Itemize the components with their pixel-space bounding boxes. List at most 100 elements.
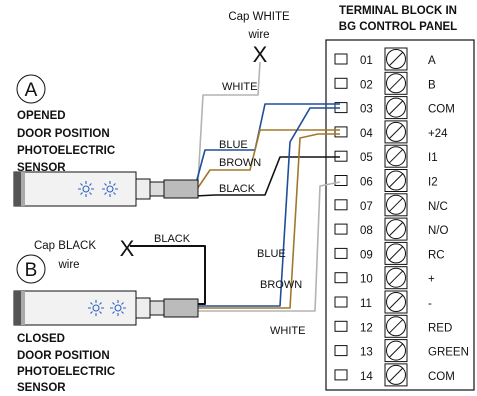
- terminal-number: 02: [360, 79, 373, 91]
- sensor-b-letter-circle: [16, 254, 46, 284]
- sensor-a-caption-line1: OPENED: [17, 110, 66, 122]
- screw-slot-icon: [388, 75, 404, 91]
- terminal-number: 04: [360, 128, 373, 140]
- sensor-b-caption-line4: SENSOR: [17, 382, 66, 394]
- terminal-number: 06: [360, 177, 373, 189]
- terminal-number: 14: [360, 371, 373, 383]
- sensor-a: A OPENED DOOR POSITION PHOTOELECTRIC SEN…: [13, 74, 199, 207]
- terminal-wire-slot: [334, 320, 348, 332]
- terminal-row: 01 A: [334, 47, 436, 71]
- screw-slot-icon: [388, 367, 404, 383]
- terminal-function-label: GREEN: [428, 347, 469, 359]
- terminal-function-label: RC: [428, 249, 445, 261]
- terminal-row: 09 RC: [334, 241, 445, 265]
- terminal-function-label: +24: [428, 128, 448, 140]
- terminal-row: 12 RED: [334, 314, 452, 338]
- terminal-function-label: N/O: [428, 225, 449, 237]
- screw-slot-icon: [388, 318, 404, 334]
- screw-slot-icon: [388, 246, 404, 261]
- terminal-function-label: COM: [428, 371, 455, 383]
- sensor-a-caption-line3: PHOTOELECTRIC: [17, 145, 115, 157]
- sensor-b-led-icon: [88, 300, 126, 316]
- wire-label-white-b: WHITE: [270, 325, 305, 337]
- screw-slot-icon: [388, 173, 404, 188]
- blue-wire-sensor-a: [194, 103, 340, 188]
- terminal-wire-slot: [334, 77, 348, 89]
- terminal-number: 10: [360, 274, 373, 286]
- screw-slot-icon: [388, 294, 404, 310]
- sensor-b-caption-line1: CLOSED: [17, 333, 65, 345]
- screw-slot-icon: [388, 221, 404, 237]
- cap-white-wire: Cap WHITE wire X: [228, 11, 290, 67]
- screw-slot-icon: [388, 270, 404, 286]
- terminal-wire-slot: [334, 272, 348, 284]
- terminal-number: 12: [360, 322, 373, 334]
- wire-label-brown-b: BROWN: [260, 279, 302, 291]
- sensor-a-caption-line2: DOOR POSITION: [17, 128, 110, 140]
- sensor-b: B CLOSED DOOR POSITION PHOTOELECTRIC SEN…: [13, 254, 199, 394]
- terminal-function-label: +: [428, 274, 435, 286]
- cap-white-label-line2: wire: [247, 29, 269, 41]
- sensor-b-caption-line3: PHOTOELECTRIC: [17, 366, 115, 378]
- wire-label-black-b: BLACK: [154, 233, 191, 245]
- sensor-a-letter: A: [25, 80, 38, 101]
- cap-black-label-line1: Cap BLACK: [34, 240, 96, 252]
- terminal-function-label: I2: [428, 177, 438, 189]
- cap-black-x-mark: X: [120, 236, 135, 261]
- terminal-number: 09: [360, 249, 373, 261]
- screw-slot-icon: [388, 100, 404, 115]
- terminal-function-label: A: [428, 55, 436, 67]
- cap-black-wire: Cap BLACK wire X: [34, 236, 135, 271]
- white-wire-sensor-b: [198, 181, 341, 312]
- terminal-wire-slot: [334, 175, 348, 186]
- terminal-row: 11-: [334, 290, 432, 314]
- panel-title-line2: BG CONTROL PANEL: [339, 21, 457, 33]
- terminal-number: 01: [360, 55, 373, 67]
- terminal-row: 13 GREEN: [334, 339, 469, 363]
- terminal-wire-slot: [334, 369, 348, 381]
- terminal-wire-slot: [334, 223, 348, 235]
- terminal-wire-slot: [334, 53, 348, 65]
- terminal-wire-slot: [334, 199, 348, 211]
- screw-slot-icon: [388, 148, 404, 164]
- terminal-row: 04 +24: [334, 120, 448, 144]
- black-wire-sensor-b: [130, 245, 206, 305]
- terminal-row: 07 N/C: [334, 193, 448, 217]
- wire-label-blue-a: BLUE: [219, 139, 248, 151]
- terminal-row: 05 I1: [334, 144, 438, 168]
- terminal-function-label: RED: [428, 322, 452, 334]
- terminal-function-label: B: [428, 79, 436, 91]
- terminal-number: 13: [360, 347, 373, 359]
- terminal-function-label: I1: [428, 152, 438, 164]
- brown-wire-sensor-a: [194, 129, 340, 193]
- sensor-a-letter-circle: [16, 74, 46, 104]
- wire-label-black-a: BLACK: [219, 183, 256, 195]
- blue-wire-sensor-b: [198, 107, 340, 307]
- cap-white-x-mark: X: [253, 42, 268, 67]
- terminal-number: 03: [360, 104, 373, 116]
- terminal-row: 06 I2: [334, 169, 438, 192]
- black-wire-sensor-a: [194, 156, 340, 197]
- screw-slot-icon: [388, 124, 404, 140]
- sensor-b-caption-line2: DOOR POSITION: [17, 350, 110, 362]
- terminal-number: 07: [360, 201, 373, 213]
- sensor-a-caption-line4: SENSOR: [17, 162, 66, 174]
- terminal-wire-slot: [334, 296, 348, 308]
- terminal-number: 05: [360, 152, 373, 164]
- terminal-row: 02 B: [334, 71, 436, 95]
- wire-label-blue-b: BLUE: [257, 248, 286, 260]
- panel-title-line1: TERMINAL BLOCK IN: [339, 5, 457, 17]
- cap-white-label-line1: Cap WHITE: [228, 11, 290, 23]
- wire-label-brown-a: BROWN: [219, 157, 261, 169]
- screw-slot-icon: [388, 197, 404, 213]
- terminal-wire-slot: [334, 247, 348, 259]
- screw-slot-icon: [388, 343, 404, 358]
- terminal-wire-slot: [334, 345, 348, 357]
- terminal-function-label: -: [428, 298, 432, 310]
- wire-label-white-a: WHITE: [222, 81, 257, 93]
- terminal-function-label: N/C: [428, 201, 448, 213]
- terminal-wire-slot: [334, 126, 348, 138]
